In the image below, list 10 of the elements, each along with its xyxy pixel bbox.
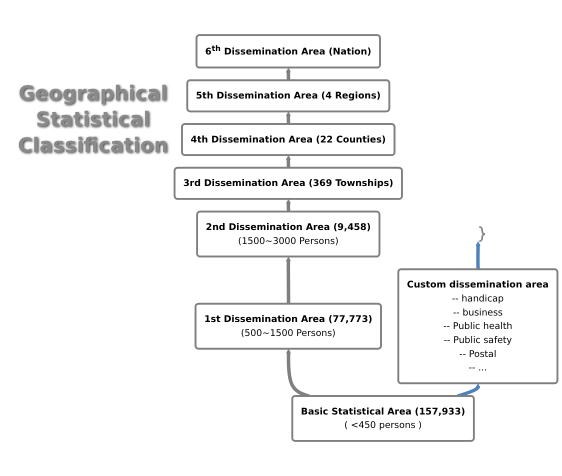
arrow xyxy=(456,383,480,398)
arrow xyxy=(476,241,481,270)
arrow xyxy=(286,198,291,212)
node-bracket xyxy=(478,226,486,242)
arrow xyxy=(286,68,291,82)
arrow xyxy=(286,256,291,304)
diagram-title: Geographical Statistical Classification xyxy=(16,80,170,158)
arrow xyxy=(286,348,310,398)
arrow xyxy=(286,111,291,125)
arrow xyxy=(286,155,291,169)
